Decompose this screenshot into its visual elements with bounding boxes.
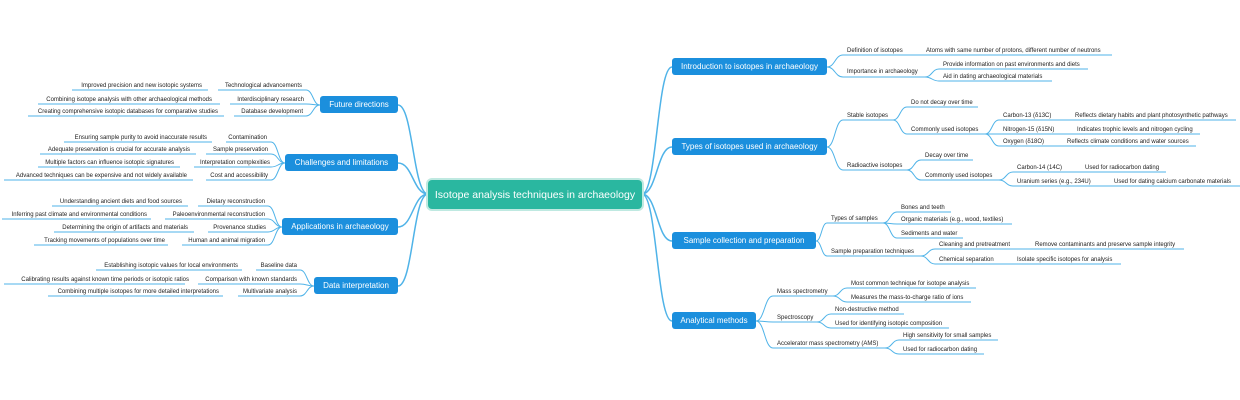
- node-spec-detail-1[interactable]: Non-destructive method: [835, 307, 899, 313]
- node-carbon-14-detail[interactable]: Used for radiocarbon dating: [1085, 165, 1160, 171]
- node-mass-spectrometry[interactable]: Mass spectrometry: [777, 289, 828, 295]
- topic-analytical-methods[interactable]: Analytical methods: [672, 312, 756, 329]
- node-sample-bones[interactable]: Bones and teeth: [901, 205, 945, 211]
- node-dietary-reconstruction[interactable]: Dietary reconstruction: [206, 199, 265, 205]
- node-stable-isotopes[interactable]: Stable isotopes: [847, 113, 889, 119]
- node-importance-detail-2[interactable]: Aid in dating archaeological materials: [943, 74, 1043, 80]
- node-stable-common[interactable]: Commonly used isotopes: [911, 127, 979, 133]
- node-comparison-detail[interactable]: Calibrating results against known time p…: [21, 277, 189, 283]
- node-carbon-13-detail[interactable]: Reflects dietary habits and plant photos…: [1075, 113, 1228, 119]
- node-sample-sediments[interactable]: Sediments and water: [901, 231, 958, 237]
- topic-applications[interactable]: Applications in archaeology: [282, 218, 398, 235]
- node-database-development[interactable]: Database development: [241, 109, 303, 115]
- node-carbon-14[interactable]: Carbon-14 (14C): [1017, 165, 1063, 171]
- node-interdisciplinary-detail[interactable]: Combining isotope analysis with other ar…: [46, 97, 212, 103]
- node-ams-detail-1[interactable]: High sensitivity for small samples: [903, 333, 992, 339]
- node-definition[interactable]: Definition of isotopes: [847, 48, 903, 54]
- node-chemical-separation[interactable]: Chemical separation: [939, 257, 994, 263]
- node-contamination-detail[interactable]: Ensuring sample purity to avoid inaccura…: [74, 135, 207, 141]
- node-spec-detail-2[interactable]: Used for identifying isotopic compositio…: [835, 321, 943, 327]
- node-carbon-13[interactable]: Carbon-13 (δ13C): [1003, 113, 1052, 119]
- node-interpretation-complexities[interactable]: Interpretation complexities: [199, 160, 270, 166]
- node-nitrogen-15-detail[interactable]: Indicates trophic levels and nitrogen cy…: [1077, 127, 1193, 133]
- node-multivariate-analysis[interactable]: Multivariate analysis: [242, 289, 297, 295]
- node-provenance-studies[interactable]: Provenance studies: [213, 225, 266, 231]
- node-interpretation-complexities-detail[interactable]: Multiple factors can influence isotopic …: [45, 160, 174, 166]
- node-baseline-data[interactable]: Baseline data: [260, 263, 297, 269]
- node-types-of-samples[interactable]: Types of samples: [831, 216, 878, 222]
- node-radioactive-detail[interactable]: Decay over time: [925, 153, 969, 159]
- node-cost-accessibility-detail[interactable]: Advanced techniques can be expensive and…: [15, 173, 187, 179]
- node-migration[interactable]: Human and animal migration: [188, 238, 265, 244]
- node-oxygen-18[interactable]: Oxygen (δ18O): [1003, 139, 1045, 145]
- node-importance[interactable]: Importance in archaeology: [847, 69, 918, 75]
- topic-data-interpretation[interactable]: Data interpretation: [314, 277, 398, 294]
- topic-future-directions[interactable]: Future directions: [320, 96, 398, 113]
- node-uranium-series-detail[interactable]: Used for dating calcium carbonate materi…: [1114, 179, 1232, 185]
- node-radioactive-isotopes[interactable]: Radioactive isotopes: [847, 163, 903, 169]
- node-ms-detail-1[interactable]: Most common technique for isotope analys…: [851, 281, 970, 287]
- node-technological-advancements[interactable]: Technological advancements: [224, 83, 302, 89]
- node-chemical-separation-detail[interactable]: Isolate specific isotopes for analysis: [1017, 257, 1113, 263]
- node-paleoenvironmental[interactable]: Paleoenvironmental reconstruction: [172, 212, 265, 218]
- topic-challenges[interactable]: Challenges and limitations: [285, 154, 398, 171]
- node-interdisciplinary[interactable]: Interdisciplinary research: [237, 97, 304, 103]
- node-technological-detail[interactable]: Improved precision and new isotopic syst…: [81, 83, 202, 89]
- node-cleaning-detail[interactable]: Remove contaminants and preserve sample …: [1035, 242, 1176, 248]
- node-baseline-detail[interactable]: Establishing isotopic values for local e…: [104, 263, 238, 269]
- node-nitrogen-15[interactable]: Nitrogen-15 (δ15N): [1003, 127, 1055, 133]
- node-stable-detail[interactable]: Do not decay over time: [911, 100, 973, 106]
- node-sample-preservation-detail[interactable]: Adequate preservation is crucial for acc…: [47, 147, 190, 153]
- node-importance-detail-1[interactable]: Provide information on past environments…: [943, 62, 1080, 68]
- node-uranium-series[interactable]: Uranium series (e.g., 234U): [1017, 179, 1091, 185]
- node-dietary-detail[interactable]: Understanding ancient diets and food sou…: [59, 199, 182, 205]
- node-comparison-standards[interactable]: Comparison with known standards: [205, 277, 297, 283]
- node-sample-preservation[interactable]: Sample preservation: [212, 147, 268, 153]
- topic-sample-collection[interactable]: Sample collection and preparation: [672, 232, 816, 249]
- node-radioactive-common[interactable]: Commonly used isotopes: [925, 173, 993, 179]
- node-provenance-detail[interactable]: Determining the origin of artifacts and …: [62, 225, 188, 231]
- node-cleaning[interactable]: Cleaning and pretreatment: [939, 242, 1011, 248]
- node-sample-organic[interactable]: Organic materials (e.g., wood, textiles): [901, 217, 1004, 223]
- node-migration-detail[interactable]: Tracking movements of populations over t…: [44, 238, 165, 244]
- node-ms-detail-2[interactable]: Measures the mass-to-charge ratio of ion…: [851, 295, 964, 301]
- root-topic[interactable]: Isotope analysis techniques in archaeolo…: [428, 180, 642, 209]
- node-oxygen-18-detail[interactable]: Reflects climate conditions and water so…: [1067, 139, 1189, 145]
- node-paleoenvironmental-detail[interactable]: Inferring past climate and environmental…: [11, 212, 147, 218]
- topic-introduction[interactable]: Introduction to isotopes in archaeology: [672, 58, 827, 75]
- node-ams-detail-2[interactable]: Used for radiocarbon dating: [903, 347, 978, 353]
- topic-types-of-isotopes[interactable]: Types of isotopes used in archaeology: [672, 138, 827, 155]
- node-ams[interactable]: Accelerator mass spectrometry (AMS): [777, 341, 879, 347]
- node-definition-detail[interactable]: Atoms with same number of protons, diffe…: [926, 48, 1101, 54]
- node-contamination[interactable]: Contamination: [228, 135, 267, 141]
- node-database-detail[interactable]: Creating comprehensive isotopic database…: [37, 109, 218, 115]
- node-spectroscopy[interactable]: Spectroscopy: [777, 315, 814, 321]
- node-multivariate-detail[interactable]: Combining multiple isotopes for more det…: [57, 289, 219, 295]
- node-cost-accessibility[interactable]: Cost and accessibility: [210, 173, 268, 179]
- node-preparation-techniques[interactable]: Sample preparation techniques: [831, 249, 915, 255]
